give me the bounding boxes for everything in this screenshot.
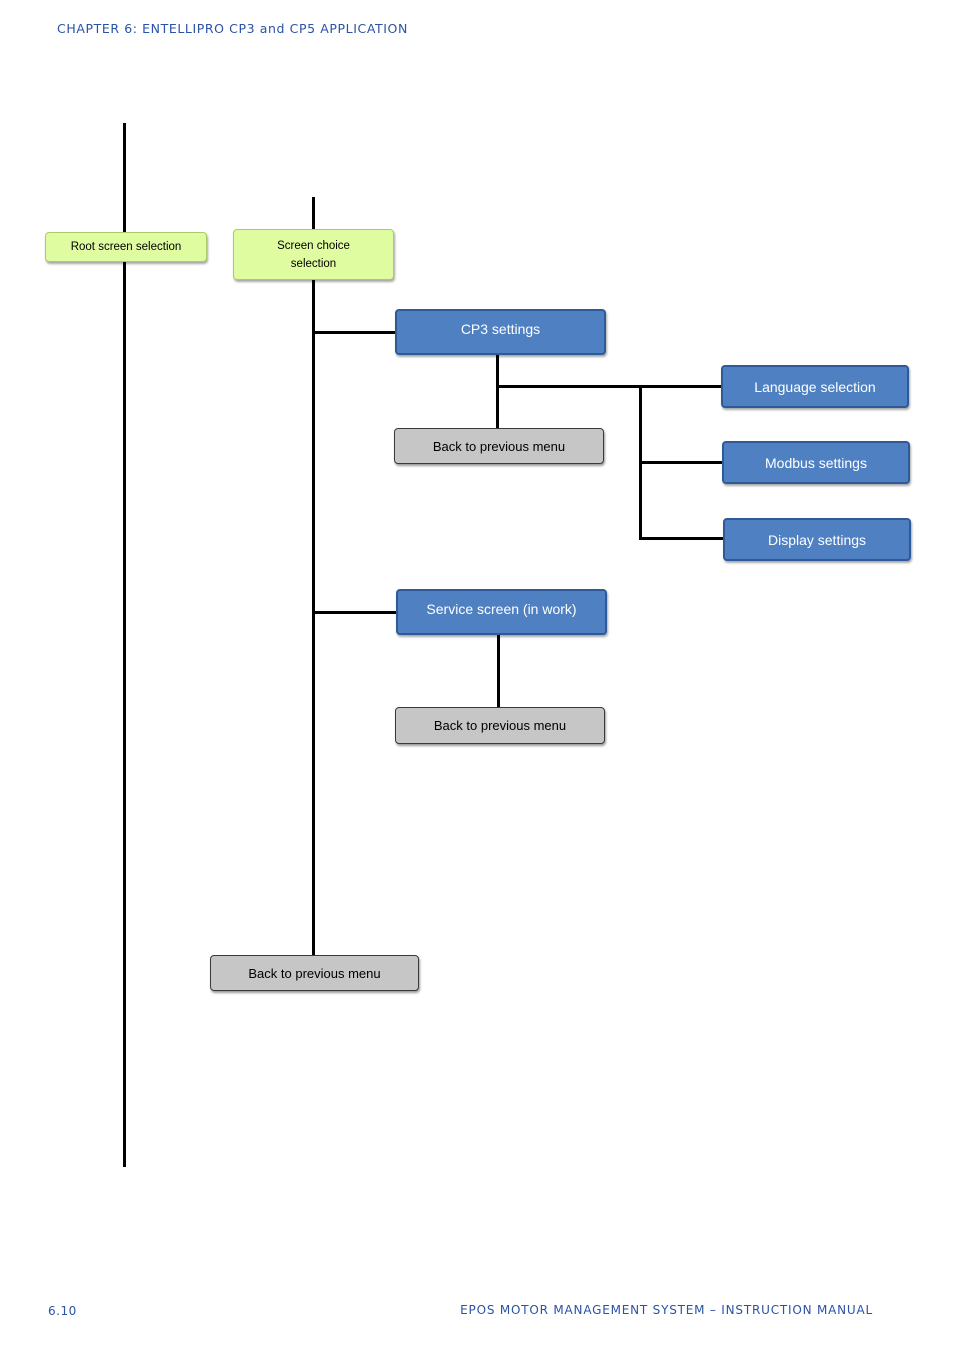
page-number: 6.10	[48, 1304, 77, 1318]
root-vertical-line	[123, 123, 126, 1167]
cp3-down-line	[496, 354, 499, 430]
root-screen-selection-box: Root screen selection	[45, 232, 207, 262]
cp3-connector-line	[312, 331, 397, 334]
modbus-settings-label: Modbus settings	[765, 454, 867, 471]
root-screen-selection-label: Root screen selection	[70, 241, 182, 253]
service-screen-label: Service screen (in work)	[426, 601, 577, 617]
screen-choice-vertical-line	[312, 197, 315, 957]
screen-choice-label-line1: Screen choice	[277, 239, 350, 252]
cp3-settings-box: CP3 settings	[395, 309, 606, 355]
main-back-label: Back to previous menu	[248, 965, 381, 981]
cp3-settings-label: CP3 settings	[460, 321, 541, 337]
cp3-back-box: Back to previous menu	[394, 428, 604, 464]
language-selection-box: Language selection	[721, 365, 909, 408]
main-back-box: Back to previous menu	[210, 955, 419, 991]
display-connector-line	[639, 537, 725, 540]
display-settings-box: Display settings	[723, 518, 911, 561]
screen-choice-label-line2: selection	[290, 257, 337, 270]
cp3-back-label: Back to previous menu	[432, 438, 566, 454]
service-screen-box: Service screen (in work)	[396, 589, 607, 635]
screen-choice-selection-box: Screen choice selection	[233, 229, 394, 280]
language-selection-label: Language selection	[754, 378, 876, 395]
service-connector-line	[312, 611, 398, 614]
service-back-box: Back to previous menu	[395, 707, 605, 744]
chapter-header: CHAPTER 6: ENTELLIPRO CP3 and CP5 APPLIC…	[57, 21, 408, 36]
service-down-line	[497, 634, 500, 710]
service-back-label: Back to previous menu	[433, 718, 567, 733]
cp3-branch-line	[496, 385, 723, 388]
display-settings-label: Display settings	[767, 531, 867, 548]
manual-title: EPOS MOTOR MANAGEMENT SYSTEM – INSTRUCTI…	[460, 1303, 873, 1317]
modbus-connector-line	[639, 461, 724, 464]
modbus-settings-box: Modbus settings	[722, 441, 910, 484]
